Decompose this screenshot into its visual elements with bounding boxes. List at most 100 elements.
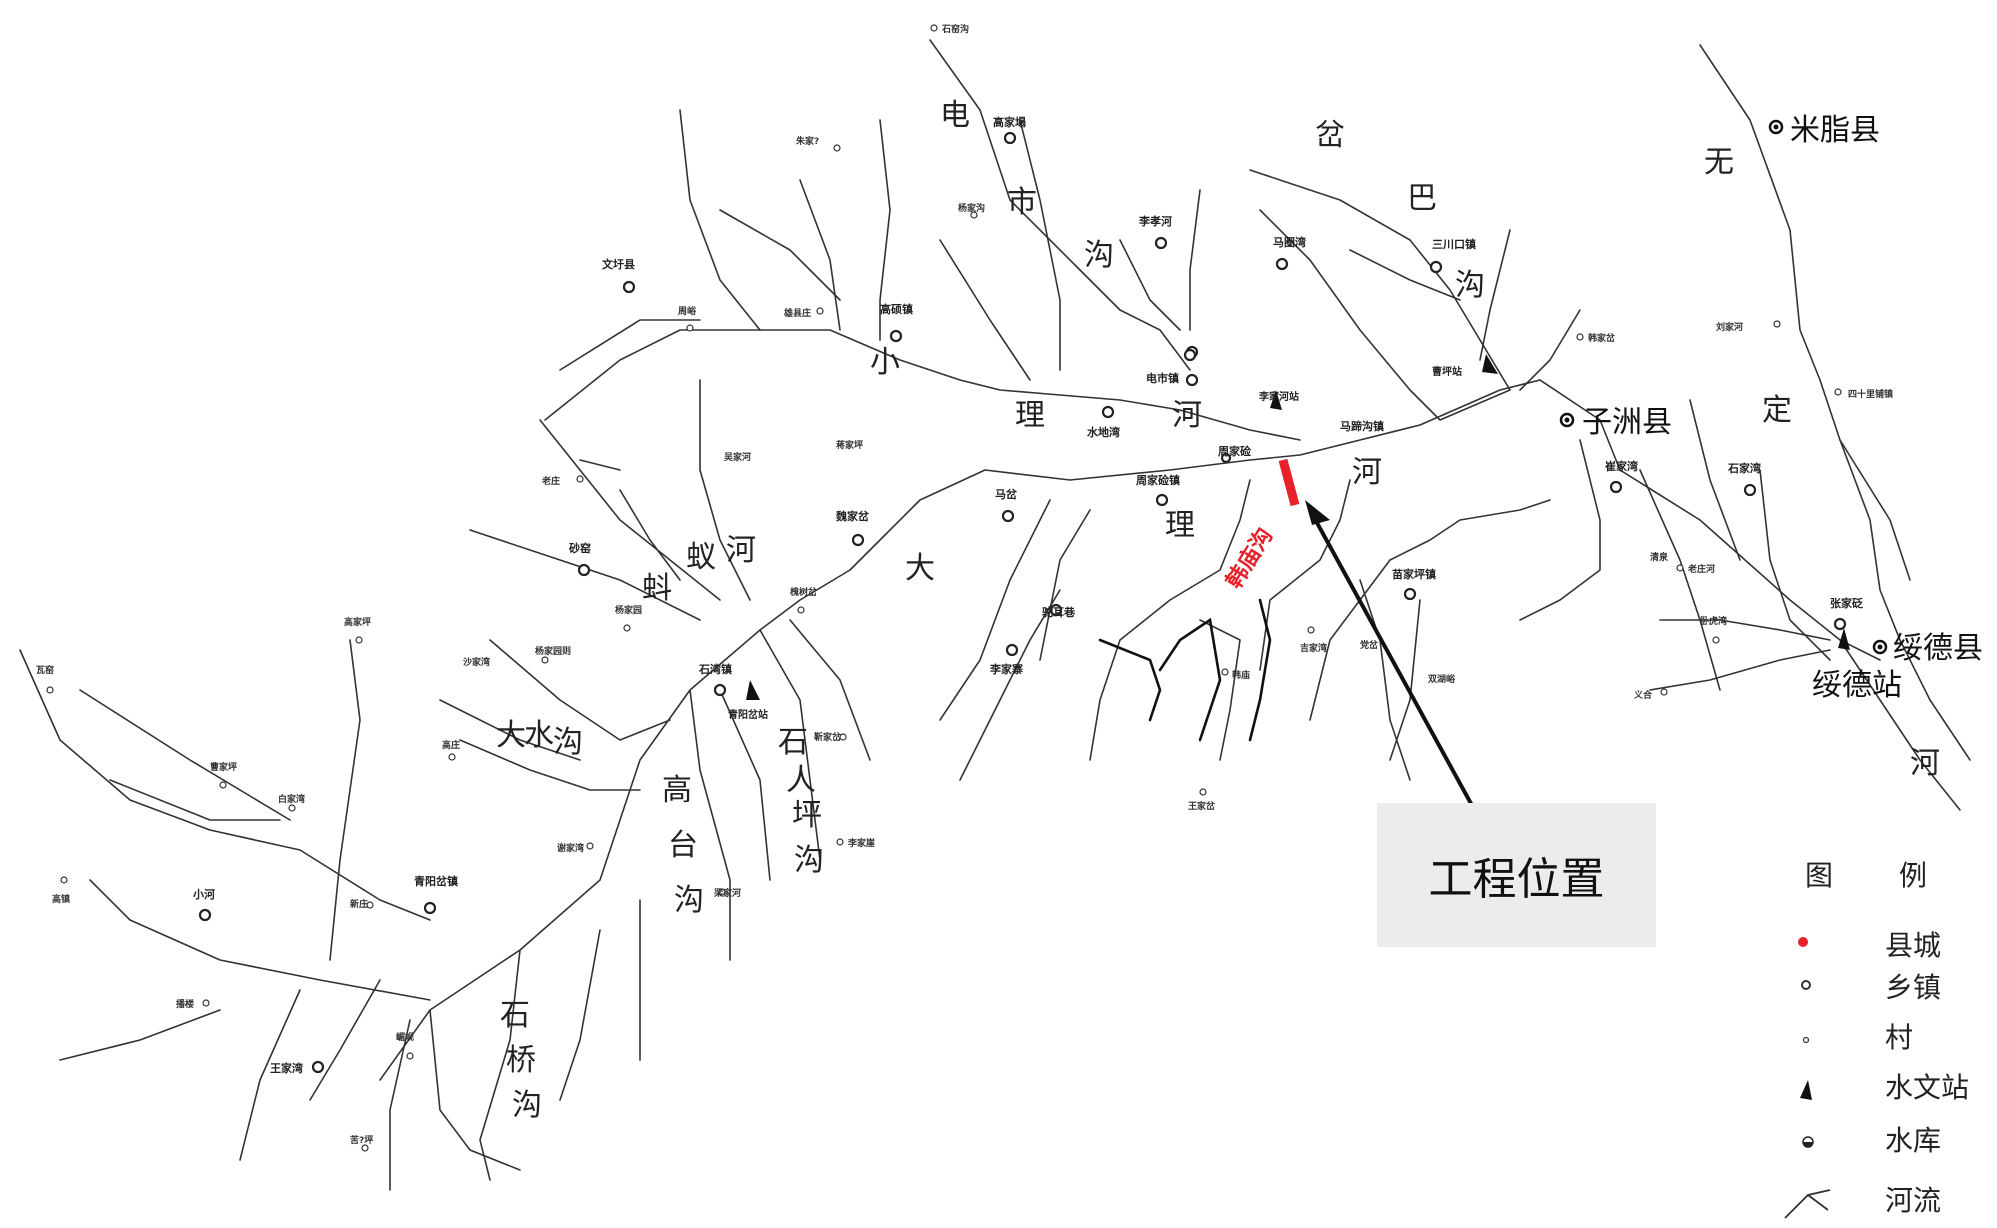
project-segment	[1278, 458, 1300, 507]
svg-text:石湾镇: 石湾镇	[698, 662, 732, 676]
svg-text:刘家河: 刘家河	[1716, 321, 1743, 333]
svg-text:义合: 义合	[1633, 689, 1653, 701]
svg-text:李家河站: 李家河站	[1258, 390, 1299, 403]
svg-text:瓦窑: 瓦窑	[36, 664, 54, 676]
svg-text:谢家湾: 谢家湾	[557, 842, 584, 854]
svg-text:靳家岔: 靳家岔	[814, 731, 842, 743]
svg-text:石: 石	[778, 725, 808, 760]
svg-text:雄县庄: 雄县庄	[783, 307, 811, 319]
legend: 图 例 县城 乡镇 村 水文站 水库 河流	[1784, 859, 1969, 1219]
svg-text:河: 河	[726, 533, 756, 568]
svg-text:周峪: 周峪	[678, 305, 697, 317]
svg-text:村: 村	[1885, 1021, 1913, 1054]
svg-text:河: 河	[1172, 398, 1202, 433]
svg-text:苦?坪: 苦?坪	[350, 1134, 373, 1146]
pointer-arrow	[1305, 500, 1482, 821]
svg-text:李家崖: 李家崖	[847, 837, 875, 849]
township-icon	[1801, 980, 1811, 990]
svg-text:河: 河	[1910, 746, 1940, 781]
hydro-stations: 绥德站 青阳岔站 李家河站 曹坪站	[728, 354, 1902, 721]
svg-text:石: 石	[500, 998, 530, 1033]
svg-text:槐树岔: 槐树岔	[789, 586, 818, 598]
svg-text:青阳岔站: 青阳岔站	[728, 708, 768, 721]
svg-text:杨家沟: 杨家沟	[958, 202, 985, 214]
svg-text:定: 定	[1762, 393, 1792, 428]
svg-text:曹坪站: 曹坪站	[1432, 365, 1462, 378]
svg-text:卧虎湾: 卧虎湾	[1700, 615, 1727, 627]
svg-text:沟: 沟	[1455, 268, 1485, 303]
svg-text:老庄: 老庄	[541, 475, 560, 487]
shiqiao-gou	[429, 1009, 521, 1171]
svg-text:水: 水	[524, 718, 554, 753]
svg-text:新庄: 新庄	[350, 898, 368, 910]
svg-text:白家湾: 白家湾	[278, 793, 305, 805]
svg-text:高硕镇: 高硕镇	[880, 302, 913, 316]
svg-text:播楼: 播楼	[176, 998, 194, 1010]
xiaoli-river	[544, 329, 1301, 441]
svg-text:电: 电	[940, 98, 970, 133]
svg-text:小河: 小河	[192, 887, 215, 901]
svg-text:蚁: 蚁	[686, 540, 716, 575]
svg-text:青阳岔镇: 青阳岔镇	[414, 874, 458, 888]
svg-text:梁家河: 梁家河	[713, 887, 741, 899]
svg-text:大: 大	[905, 551, 935, 586]
callout-label: 工程位置	[1428, 854, 1605, 905]
svg-text:水库: 水库	[1885, 1124, 1941, 1157]
svg-text:崔家湾: 崔家湾	[1604, 459, 1638, 473]
svg-text:例: 例	[1899, 859, 1927, 892]
svg-text:岔: 岔	[1315, 118, 1345, 153]
svg-text:坪: 坪	[792, 798, 822, 833]
svg-text:党岔: 党岔	[1360, 639, 1379, 651]
svg-text:沟: 沟	[794, 843, 824, 878]
svg-text:魏家岔: 魏家岔	[835, 509, 870, 523]
svg-text:杨家园: 杨家园	[615, 604, 642, 616]
svg-text:沟: 沟	[1084, 238, 1114, 273]
svg-text:马蹄沟镇: 马蹄沟镇	[1340, 419, 1384, 433]
dali-river	[379, 379, 1541, 1081]
svg-text:电市镇: 电市镇	[1146, 371, 1179, 385]
svg-text:高家塌: 高家塌	[993, 115, 1026, 129]
svg-text:台: 台	[668, 828, 698, 863]
svg-text:周家硷镇: 周家硷镇	[1136, 473, 1180, 487]
svg-text:曹家坪: 曹家坪	[210, 761, 237, 773]
svg-text:蚪: 蚪	[642, 571, 672, 606]
svg-text:水文站: 水文站	[1885, 1071, 1969, 1104]
svg-text:水地湾: 水地湾	[1087, 425, 1120, 439]
project-location-callout: 工程位置	[1377, 803, 1656, 947]
svg-text:石家湾: 石家湾	[1727, 461, 1761, 475]
reservoir-icon	[1802, 1136, 1814, 1148]
svg-text:朱家?: 朱家?	[795, 135, 819, 147]
svg-text:河: 河	[1352, 455, 1382, 490]
svg-text:双湖峪: 双湖峪	[1428, 673, 1456, 685]
county-seats: 米脂县 子洲县 绥德县	[1559, 113, 1983, 666]
svg-text:三川口镇: 三川口镇	[1432, 237, 1476, 251]
svg-text:韩家岔: 韩家岔	[1588, 332, 1616, 344]
svg-text:周家硷: 周家硷	[1218, 444, 1252, 458]
svg-text:桥: 桥	[506, 1043, 536, 1078]
svg-text:小: 小	[870, 345, 900, 380]
svg-text:韩庙: 韩庙	[1232, 669, 1250, 681]
svg-text:河流: 河流	[1885, 1184, 1941, 1217]
project-label: 韩庙沟	[1221, 523, 1278, 593]
svg-text:嵋岘: 嵋岘	[396, 1031, 414, 1043]
svg-text:米脂县: 米脂县	[1790, 113, 1880, 148]
svg-text:马岔: 马岔	[995, 487, 1018, 501]
svg-text:无: 无	[1704, 145, 1734, 180]
svg-text:吴家河: 吴家河	[724, 451, 751, 463]
svg-text:沟: 沟	[512, 1088, 542, 1123]
village-icon	[1802, 1036, 1810, 1044]
svg-text:清泉: 清泉	[1650, 551, 1669, 563]
river-icon	[1784, 1189, 1831, 1219]
svg-text:沟: 沟	[674, 883, 704, 918]
svg-text:高庄: 高庄	[442, 739, 460, 751]
svg-text:沟: 沟	[553, 725, 583, 760]
svg-text:人: 人	[786, 763, 816, 798]
svg-text:砂窑: 砂窑	[569, 541, 591, 555]
svg-text:巴: 巴	[1407, 181, 1437, 216]
svg-text:图: 图	[1805, 859, 1833, 892]
hydrometric-station-icon	[1800, 1080, 1812, 1100]
svg-text:绥德县: 绥德县	[1893, 631, 1983, 666]
svg-text:市: 市	[1007, 185, 1037, 220]
svg-text:子洲县: 子洲县	[1582, 405, 1672, 440]
